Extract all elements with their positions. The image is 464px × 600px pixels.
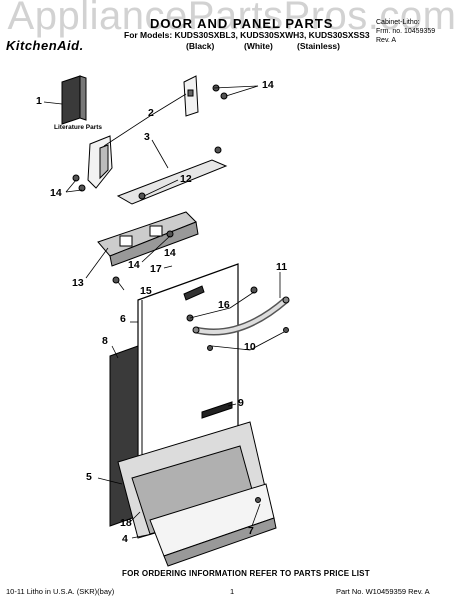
fasteners (72, 84, 289, 503)
publication-line: Frm. no. 10459359 (376, 28, 436, 35)
watermark: AppliancePartsPros.com (7, 0, 457, 38)
models-line: For Models: KUDS30SXBL3, KUDS30SXWH3, KU… (124, 30, 370, 40)
callout-number: 5 (86, 471, 92, 483)
callout-number: 11 (276, 261, 288, 273)
callout-number: 3 (144, 131, 150, 143)
literature-book (61, 75, 87, 125)
variant-white: (White) (244, 41, 273, 51)
callout-number: 1 (36, 95, 42, 107)
right-hinge (183, 75, 199, 117)
top-channel (116, 159, 228, 205)
callout-number: 14 (128, 259, 140, 271)
callout-number: 13 (72, 277, 84, 289)
brand-logo: KitchenAid. (6, 38, 84, 53)
publication-line: Rev. A (376, 37, 397, 44)
publication-line: Cabinet-Litho: (376, 19, 420, 26)
left-hinge (87, 135, 113, 189)
leader-lines (43, 85, 285, 539)
literature-label: Literature Parts (54, 124, 103, 131)
door-handle (192, 296, 290, 336)
callout-number: 6 (120, 313, 126, 325)
callout-number: 14 (50, 187, 62, 199)
callout-number: 9 (238, 397, 244, 409)
latch-assembly (97, 211, 199, 267)
callout-number: 8 (102, 335, 108, 347)
callout-number: 12 (180, 173, 192, 185)
callout-number: 10 (244, 341, 256, 353)
callout-number: 14 (262, 79, 274, 91)
callout-number: 14 (164, 247, 176, 259)
ordering-note: FOR ORDERING INFORMATION REFER TO PARTS … (122, 569, 370, 578)
page-title: DOOR AND PANEL PARTS (150, 16, 334, 31)
variant-stainless: (Stainless) (297, 41, 340, 51)
part-number: Part No. W10459359 Rev. A (336, 587, 430, 596)
label-plate (201, 401, 233, 419)
callout-number: 18 (120, 517, 132, 529)
publication-info: Cabinet-Litho: Frm. no. 10459359 Rev. A (376, 18, 462, 45)
callout-number: 15 (140, 285, 152, 297)
callout-number: 17 (150, 263, 162, 275)
kick-plate (149, 483, 277, 567)
callout-number: 16 (218, 299, 230, 311)
callout-number: 7 (248, 525, 254, 537)
page-number: 1 (230, 587, 235, 596)
variant-black: (Black) (186, 41, 215, 51)
litho-line: 10-11 Litho in U.S.A. (SKR)(bay) (6, 587, 115, 596)
callout-number: 4 (122, 533, 128, 545)
callout-number: 2 (148, 107, 154, 119)
